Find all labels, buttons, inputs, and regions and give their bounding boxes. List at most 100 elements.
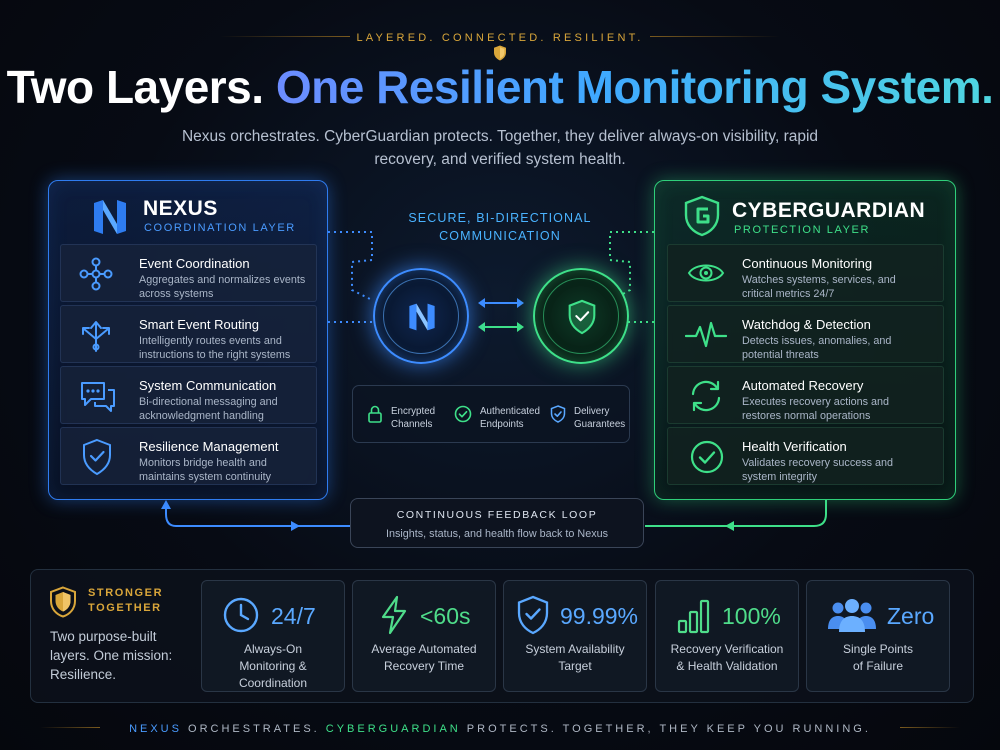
stat-label-line-1: Always-On: [243, 642, 302, 656]
clock-icon: [223, 597, 259, 633]
stat-value: 24/7: [271, 603, 316, 629]
eye-icon: [687, 264, 725, 282]
nexus-logo-icon: [94, 200, 126, 234]
title-part-2: One Resilient Monitoring System.: [275, 61, 994, 113]
chat-bubbles-icon: [81, 382, 115, 412]
item-title: Health Verification: [742, 439, 847, 454]
feedback-line-blue: [165, 506, 350, 527]
page-subtitle: Nexus orchestrates. CyberGuardian protec…: [181, 128, 819, 168]
stat-label: Recovery Verification & Health Validatio…: [656, 641, 798, 675]
stat-label-line-2: Target: [558, 659, 592, 673]
feature-label-line-2: Channels: [391, 419, 433, 430]
feedback-loop-box: CONTINUOUS FEEDBACK LOOP Insights, statu…: [350, 498, 644, 548]
title-part-1: Two Layers.: [6, 61, 264, 113]
item-desc: Detects issues, anomalies, and potential…: [742, 335, 892, 361]
footer-divider-right: [900, 727, 960, 728]
stat-label: Single Points of Failure: [807, 641, 949, 675]
stat-label-line-2: Recovery Time: [383, 659, 465, 673]
stat-value: Zero: [887, 603, 935, 629]
stat-always-on: 24/7 Always-On Monitoring & Coordination: [201, 580, 345, 692]
item-title: Smart Event Routing: [139, 317, 259, 332]
cg-item-automated-recovery: Automated Recovery Executes recovery act…: [667, 366, 944, 424]
nexus-layer-label: COORDINATION LAYER: [144, 222, 296, 234]
stat-value: 100%: [722, 603, 781, 629]
cg-item-continuous-monitoring: Continuous Monitoring Watches systems, s…: [667, 244, 944, 302]
stat-label: Average Automated Recovery Time: [353, 641, 495, 675]
footer: NEXUS ORCHESTRATES. CYBERGUARDIAN PROTEC…: [0, 719, 1000, 737]
tagline-divider-left: [220, 36, 350, 37]
stat-availability: 99.99% System Availability Target: [503, 580, 647, 692]
item-desc: Watches systems, services, and critical …: [742, 274, 896, 300]
heartbeat-icon: [685, 321, 727, 348]
comm-label-line-1: SECURE, BI-DIRECTIONAL: [408, 211, 592, 225]
item-desc: Aggregates and normalizes events across …: [139, 274, 306, 300]
lock-icon: [368, 405, 382, 423]
item-title: Watchdog & Detection: [742, 317, 871, 332]
stat-value: 99.99%: [560, 603, 639, 629]
shield-check-icon: [83, 438, 111, 476]
feedback-line-green: [645, 500, 827, 527]
feature-label-line-1: Delivery: [574, 406, 610, 417]
feedback-subtitle: Insights, status, and health flow back t…: [385, 528, 609, 540]
comm-label-line-2: COMMUNICATION: [439, 229, 561, 243]
nexus-panel: NEXUS COORDINATION LAYER Event Coordinat…: [48, 180, 328, 500]
page-title: Two Layers. One Resilient Monitoring Sys…: [0, 60, 1000, 114]
stat-value: <60s: [420, 603, 471, 629]
stat-label-line-2: Monitoring &: [239, 659, 307, 673]
nexus-item-system-communication: System Communication Bi-directional mess…: [60, 366, 317, 424]
gold-shield-icon: [50, 586, 76, 618]
gold-shield-icon: [494, 45, 506, 61]
cg-hub-shield-icon: [568, 299, 596, 335]
stat-label: System Availability Target: [504, 641, 646, 675]
nexus-hub-logo-icon: [409, 303, 435, 331]
feature-label-line-2: Guarantees: [574, 419, 626, 430]
stronger-line-1: STRONGER: [88, 587, 164, 599]
stronger-desc-line-1: Two purpose-built: [50, 629, 157, 644]
cyberguardian-panel: CYBERGUARDIAN PROTECTION LAYER Continuou…: [654, 180, 956, 500]
shield-check-icon: [517, 595, 549, 635]
tagline-divider-right: [650, 36, 780, 37]
footer-nexus: NEXUS: [129, 723, 182, 735]
item-title: Continuous Monitoring: [742, 256, 873, 271]
nexus-item-smart-routing: Smart Event Routing Intelligently routes…: [60, 305, 317, 363]
nexus-title: NEXUS: [143, 197, 218, 220]
item-title: Resilience Management: [139, 439, 279, 454]
cyberguardian-title: CYBERGUARDIAN: [732, 199, 926, 222]
footer-cyberguardian: CYBERGUARDIAN: [325, 723, 461, 735]
feature-label-line-2: Endpoints: [480, 419, 524, 430]
stronger-together-title: STRONGER TOGETHER: [88, 586, 163, 616]
item-desc: Validates recovery success and system in…: [742, 457, 894, 483]
routing-arrows-icon: [82, 321, 110, 352]
communication-label: SECURE, BI-DIRECTIONAL COMMUNICATION: [400, 209, 600, 245]
bar-chart-icon: [677, 599, 710, 634]
footer-rest: PROTECTS. TOGETHER, THEY KEEP YOU RUNNIN…: [460, 723, 871, 735]
item-title: Event Coordination: [139, 256, 250, 271]
stat-single-points: Zero Single Points of Failure: [806, 580, 950, 692]
item-desc: Bi-directional messaging and acknowledgm…: [139, 396, 278, 422]
nexus-item-resilience-management: Resilience Management Monitors bridge he…: [60, 427, 317, 485]
cyberguardian-logo-icon: [684, 195, 720, 237]
stronger-line-2: TOGETHER: [88, 602, 162, 614]
stat-label-line-1: Single Points: [842, 642, 914, 656]
stat-label-line-1: Average Automated: [371, 642, 477, 656]
item-title: Automated Recovery: [742, 378, 864, 393]
feature-label-line-1: Authenticated: [480, 406, 540, 417]
nexus-link-upper: [328, 231, 373, 301]
item-desc: Intelligently routes events and instruct…: [139, 335, 291, 361]
stronger-desc-line-3: Resilience.: [50, 667, 117, 682]
cg-link-upper: [609, 231, 654, 301]
stronger-together-desc: Two purpose-built layers. One mission: R…: [50, 627, 200, 684]
shield-check-icon: [550, 405, 566, 423]
stat-label-line-3: Coordination: [238, 676, 308, 690]
check-circle-icon: [690, 440, 724, 474]
nexus-item-event-coordination: Event Coordination Aggregates and normal…: [60, 244, 317, 302]
tagline-row: LAYERED. CONNECTED. RESILIENT.: [0, 28, 1000, 46]
footer-orchestrates: ORCHESTRATES.: [181, 723, 326, 735]
item-desc: Monitors bridge health and maintains sys…: [139, 457, 272, 483]
stat-label: Always-On Monitoring & Coordination: [202, 641, 344, 692]
security-features-box: Encrypted Channels Authenticated Endpoin…: [352, 385, 630, 443]
stat-label-line-1: System Availability: [525, 642, 625, 656]
tagline: LAYERED. CONNECTED. RESILIENT.: [356, 32, 644, 44]
check-circle-icon: [454, 405, 472, 423]
